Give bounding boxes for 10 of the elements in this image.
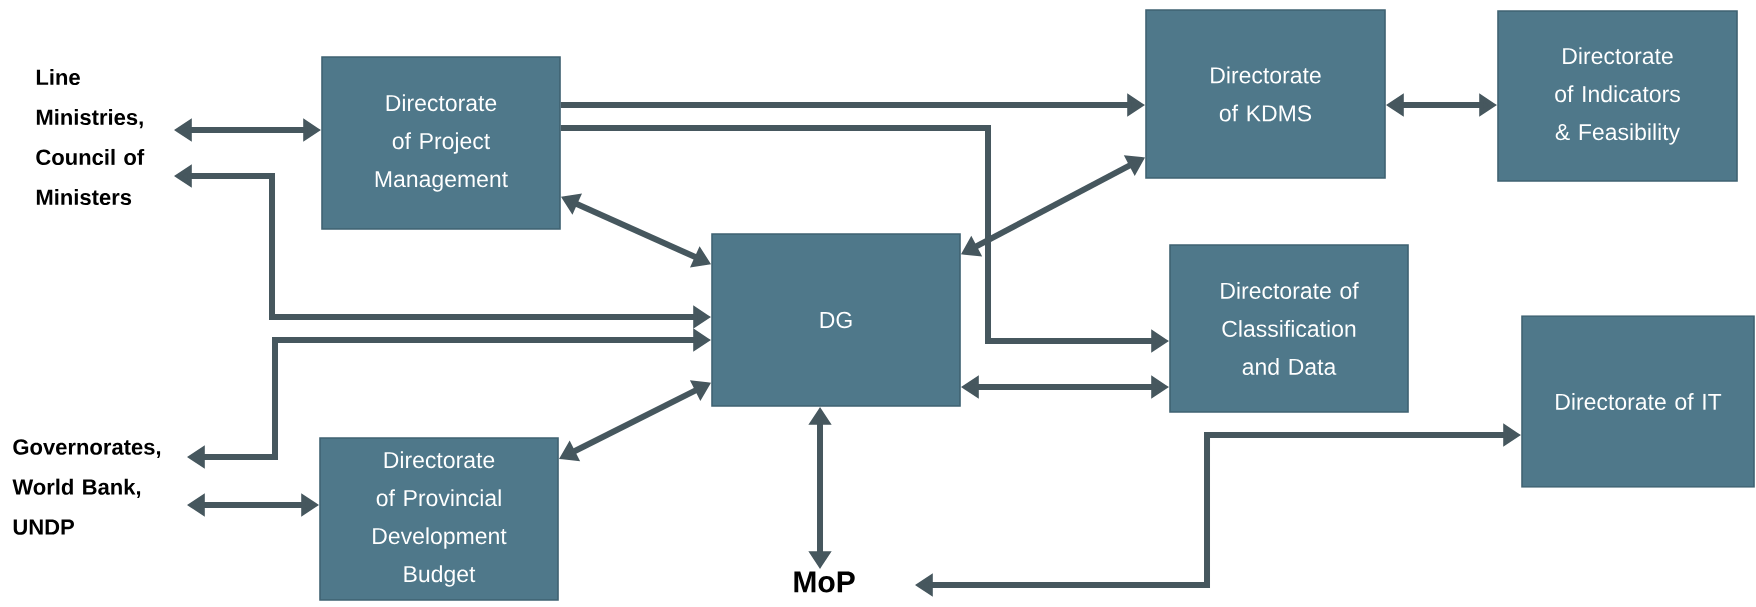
directorate-box: Directorate of KDMS [1145,9,1386,179]
directorate-box: Directorate of Indicators & Feasibility [1497,10,1738,182]
directorate-box: Directorate of IT [1521,315,1755,488]
bare-label: MoP [794,571,855,593]
directorate-box: Directorate of Project Management [321,56,561,230]
directorate-box: Directorate of Classification and Data [1169,244,1409,413]
directorate-box: DG [711,233,961,407]
left-label: Governorates, World Bank, UNDP [12,439,161,535]
directorate-box: Directorate of Provincial Development Budget [319,437,559,601]
left-label: Line Ministries, Council of Ministers [36,68,145,206]
